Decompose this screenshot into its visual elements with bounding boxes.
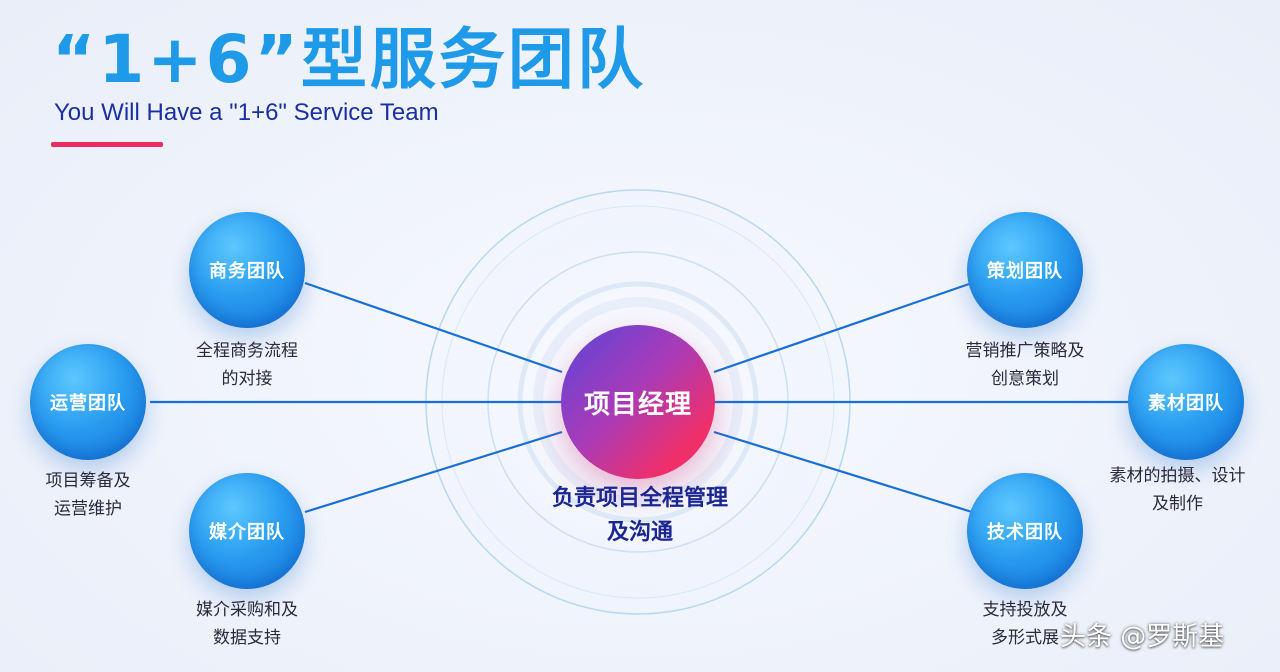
desc-media-line1: 媒介采购和及 — [196, 600, 298, 620]
desc-materials-line1: 素材的拍摄、设计 — [1109, 466, 1246, 486]
desc-business-line2: 的对接 — [221, 369, 273, 389]
desc-tech-line1: 支持投放及 — [982, 600, 1068, 620]
node-operations-team[interactable]: 运营团队 — [30, 344, 146, 460]
desc-materials-line2: 及制作 — [1152, 494, 1203, 514]
node-media-team[interactable]: 媒介团队 — [189, 473, 305, 589]
desc-business-team: 全程商务流程 的对接 — [147, 337, 347, 393]
desc-tech-line2: 多形式展 — [991, 628, 1059, 648]
desc-media-team: 媒介采购和及 数据支持 — [147, 596, 347, 652]
line-tech — [713, 430, 973, 514]
center-project-manager[interactable]: 项目经理 — [561, 325, 715, 479]
page-subtitle: You Will Have a "1+6" Service Team — [54, 99, 439, 126]
watermark: 头条 @罗斯基 — [1060, 622, 1225, 652]
node-materials-team[interactable]: 素材团队 — [1128, 344, 1244, 460]
desc-business-line1: 全程商务流程 — [196, 341, 298, 361]
line-planning — [713, 281, 973, 374]
center-desc-line2: 及沟通 — [606, 520, 673, 545]
desc-planning-team: 营销推广策略及 创意策划 — [925, 337, 1125, 393]
node-tech-team[interactable]: 技术团队 — [967, 473, 1083, 589]
desc-operations-team: 项目筹备及 运营维护 — [0, 467, 188, 523]
title-underline — [51, 142, 163, 147]
node-planning-team[interactable]: 策划团队 — [967, 212, 1083, 328]
center-desc-line1: 负责项目全程管理 — [551, 486, 728, 511]
desc-planning-line2: 创意策划 — [991, 369, 1059, 389]
page-title: “1+6”型服务团队 — [52, 21, 646, 98]
desc-operations-line2: 运营维护 — [54, 499, 122, 519]
line-media — [304, 430, 563, 514]
line-business — [304, 281, 563, 374]
desc-materials-team: 素材的拍摄、设计 及制作 — [1075, 462, 1280, 518]
desc-media-line2: 数据支持 — [213, 628, 281, 648]
center-description: 负责项目全程管理 及沟通 — [500, 482, 780, 550]
node-business-team[interactable]: 商务团队 — [189, 212, 305, 328]
desc-operations-line1: 项目筹备及 — [45, 471, 131, 491]
desc-tech-team: 支持投放及 多形式展 — [925, 596, 1125, 652]
desc-planning-line1: 营销推广策略及 — [965, 341, 1085, 361]
